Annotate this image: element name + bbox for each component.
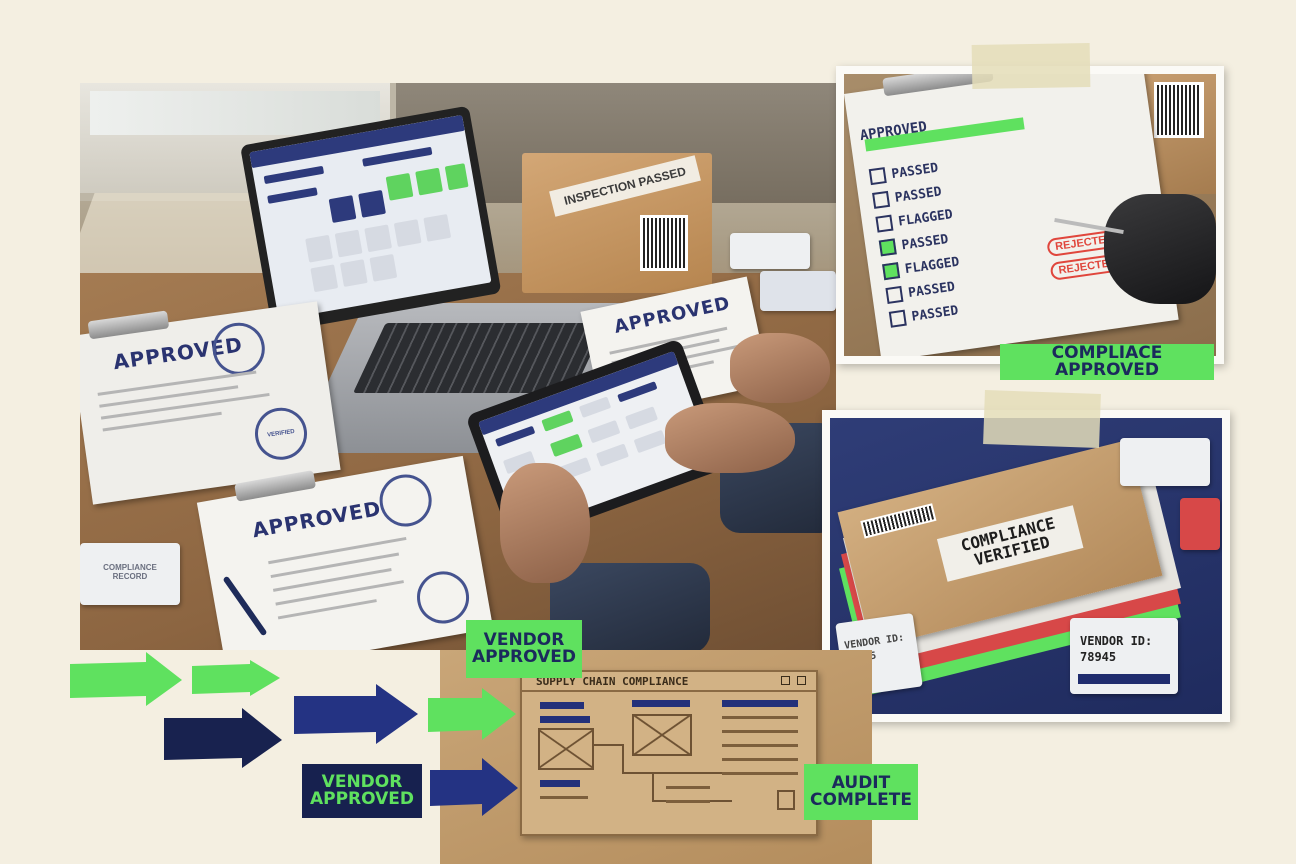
shipping-box: INSPECTION PASSED bbox=[522, 153, 712, 293]
id-badge bbox=[1120, 438, 1210, 486]
arrow-right-icon bbox=[192, 660, 280, 696]
hand bbox=[500, 463, 590, 583]
stamp-verified: VERIFIED bbox=[251, 404, 311, 464]
checklist-row: PASSED bbox=[885, 279, 956, 304]
audit-complete-label: AUDIT COMPLETE bbox=[804, 764, 918, 820]
vendor-id-badge: VENDOR ID: 78945 bbox=[1070, 618, 1178, 694]
id-badge bbox=[760, 271, 836, 311]
window-button-icon bbox=[797, 676, 806, 685]
compliance-approved-label: COMPLIACE APPROVED bbox=[1000, 344, 1214, 380]
document-icon bbox=[777, 790, 795, 810]
arrow-right-icon bbox=[70, 652, 182, 706]
window-button-icon bbox=[781, 676, 790, 685]
placeholder-image-icon bbox=[538, 728, 594, 770]
checklist-photo: APPROVED PASSED PASSED FLAGGED PASSED FL… bbox=[836, 66, 1224, 364]
hand bbox=[665, 403, 795, 473]
hand bbox=[730, 333, 830, 403]
checklist-row: PASSED bbox=[888, 302, 960, 328]
flow-panel-titlebar: SUPPLY CHAIN COMPLIANCE bbox=[522, 672, 816, 692]
stamp-icon bbox=[375, 470, 436, 531]
arrow-right-icon bbox=[294, 684, 418, 744]
barcode-icon bbox=[860, 503, 937, 539]
main-photo: INSPECTION PASSED APPROVED APPROVED VERI… bbox=[80, 83, 836, 650]
tape bbox=[983, 389, 1101, 449]
folders-photo: COMPLIANCE VERIFIED VENDOR ID: 78945 VEN… bbox=[822, 410, 1230, 722]
arrow-right-icon bbox=[430, 758, 518, 816]
barcode-icon bbox=[1154, 82, 1204, 138]
checklist-row: FLAGGED bbox=[875, 206, 954, 233]
checklist-row: FLAGGED bbox=[882, 254, 960, 281]
id-badge bbox=[730, 233, 810, 269]
box-tape-label: INSPECTION PASSED bbox=[549, 155, 701, 217]
document-front: APPROVED bbox=[196, 455, 494, 650]
document-title: APPROVED bbox=[250, 496, 384, 543]
compliance-verified-label: COMPLIANCE VERIFIED bbox=[936, 505, 1084, 582]
barcode-icon bbox=[640, 215, 688, 271]
stamp-icon bbox=[209, 319, 269, 379]
placeholder-image-icon bbox=[632, 714, 692, 756]
checklist-row: PASSED bbox=[868, 160, 940, 186]
laptop-screen bbox=[240, 105, 502, 333]
checklist-row: PASSED bbox=[872, 183, 943, 209]
badge-label: COMPLIANCE RECORD bbox=[103, 563, 157, 581]
vendor-approved-label: VENDOR APPROVED bbox=[466, 620, 582, 678]
compliance-badge: COMPLIANCE RECORD bbox=[80, 543, 180, 605]
flow-panel: SUPPLY CHAIN COMPLIANCE bbox=[520, 670, 818, 836]
vendor-approved-label: VENDOR APPROVED bbox=[302, 764, 422, 818]
checklist-row: PASSED bbox=[878, 231, 950, 257]
gloved-hand bbox=[1104, 194, 1216, 304]
laptop-display bbox=[249, 114, 492, 320]
arrow-right-icon bbox=[164, 708, 282, 768]
window-pane bbox=[90, 91, 380, 135]
stamp-icon bbox=[412, 567, 474, 628]
tape bbox=[971, 42, 1091, 90]
arrow-right-icon bbox=[428, 688, 516, 740]
flow-panel-title: SUPPLY CHAIN COMPLIANCE bbox=[536, 675, 689, 688]
id-badge bbox=[1180, 498, 1220, 550]
